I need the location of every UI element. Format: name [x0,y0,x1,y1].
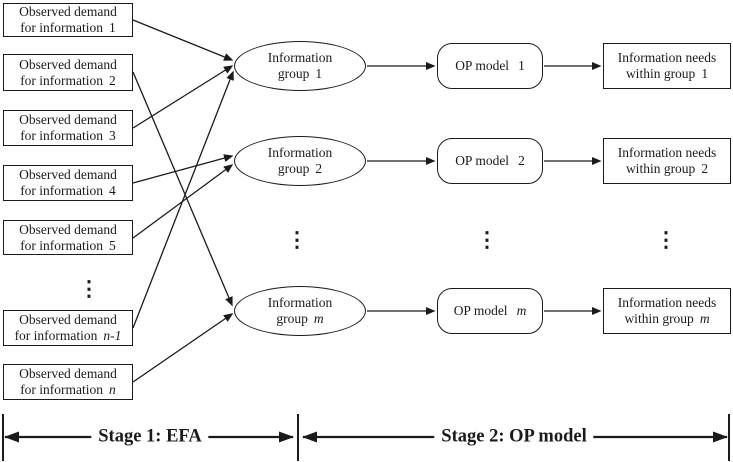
needs-2-line1: Information needs [617,145,717,160]
group-m-line1: Information [267,295,333,310]
edge-demandn1-group1 [132,70,234,329]
demand-box-n-line1: Observed demand [19,366,117,381]
left-column-ellipsis-dots: ⋮ [78,276,100,301]
demand-box-4-line1: Observed demand [19,167,117,182]
group-2-line1: Information [267,145,333,160]
demand-box-1-line1: Observed demand [19,4,117,19]
edge-demand3-group1 [132,65,234,129]
stage1-label: Stage 1: EFA [91,426,209,448]
stage2-left-arrowhead [302,431,317,443]
stage1-left-arrowhead [4,431,19,443]
demand-box-5-line1: Observed demand [19,221,117,237]
stage2-right-arrowhead [713,431,728,443]
edge-demand2-groupm [132,71,233,307]
efa-edges [132,19,234,383]
edge-demand1-group1 [132,19,234,61]
stage2-label: Stage 2: OP model [434,426,594,448]
group-1-line1: Information [267,50,333,65]
needs-1-line1: Information needs [617,50,717,65]
edge-demand4-group2 [132,154,234,184]
op-column-ellipsis-dots: ⋮ [476,227,498,252]
demand-box-3-line1: Observed demand [19,112,117,127]
demand-box-2-line1: Observed demand [19,56,117,72]
op-edges [367,62,602,315]
needs-m-line1: Information needs [617,295,717,310]
group-column-ellipsis-dots: ⋮ [286,227,308,252]
needs-column-ellipsis-dots: ⋮ [655,227,677,252]
edge-demandn-groupm [132,313,234,383]
edge-demand5-group2 [132,164,234,239]
stage1-right-arrowhead [279,431,294,443]
demand-box-n-1-line1: Observed demand [19,312,117,327]
